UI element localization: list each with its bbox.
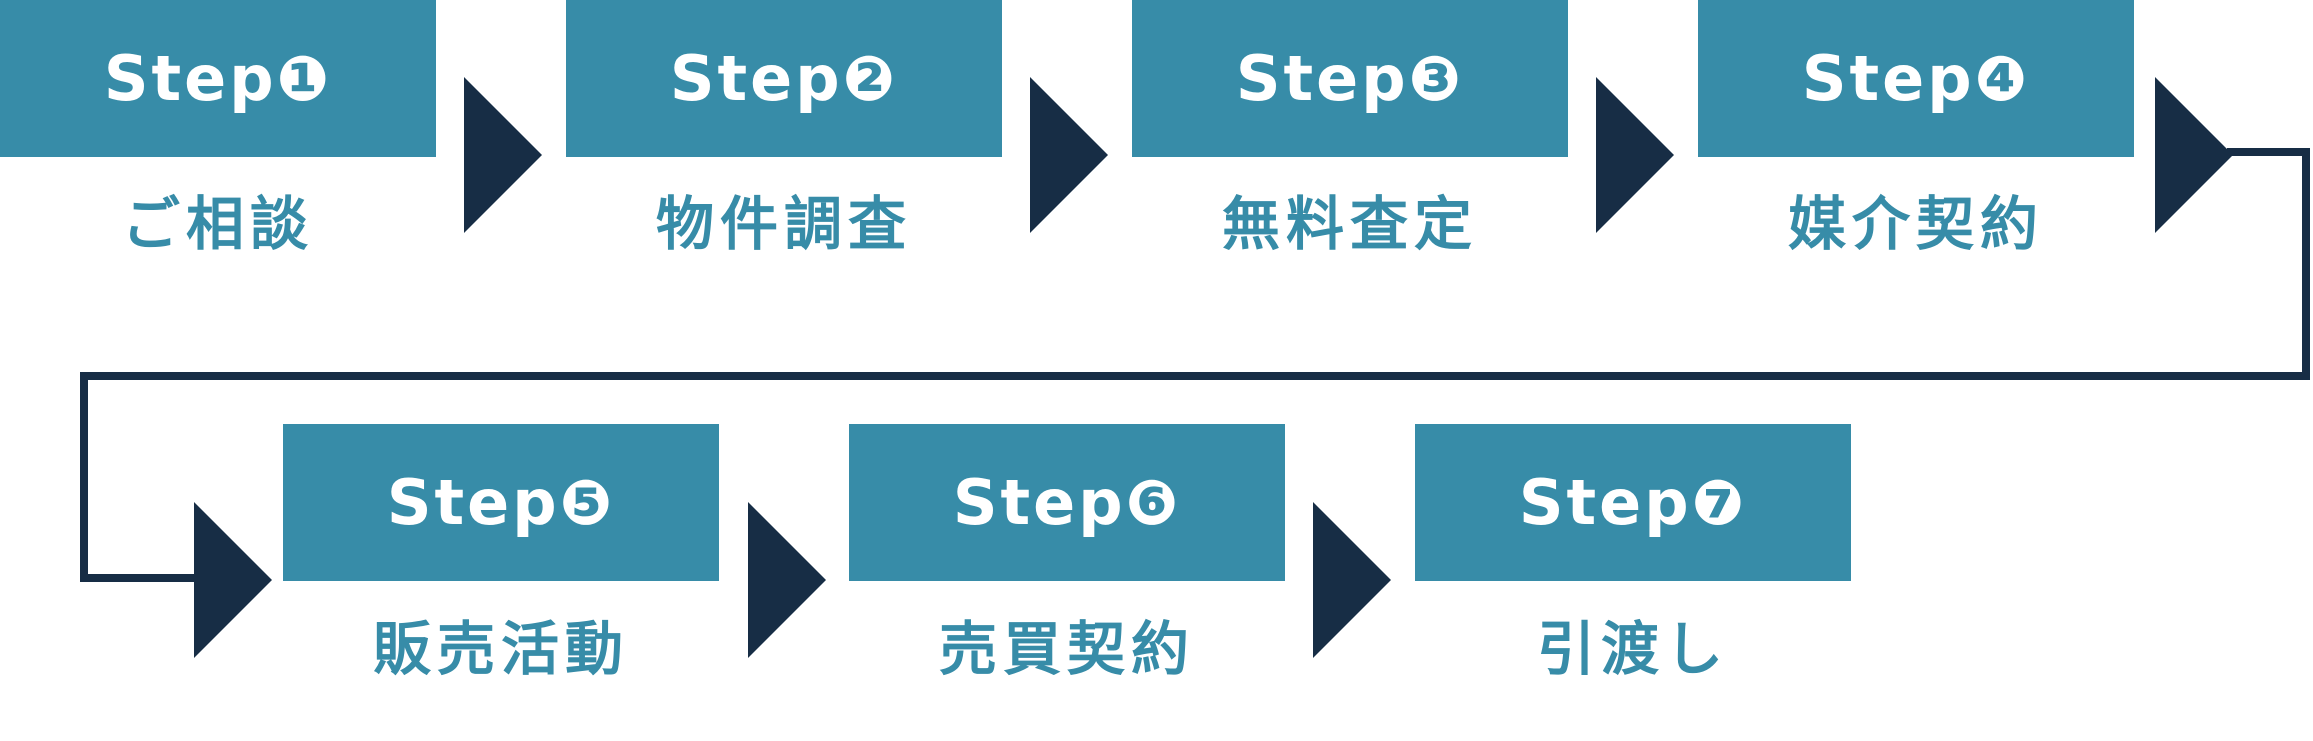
step-5-box: Step❺ <box>283 424 719 581</box>
step-4-title: Step❹ <box>1801 41 2031 115</box>
arrow-into-5 <box>194 502 272 658</box>
step-2-title: Step❷ <box>669 41 899 115</box>
step-2-box: Step❷ <box>566 0 1002 157</box>
step-7-title: Step❼ <box>1518 465 1748 539</box>
step-7-box: Step❼ <box>1415 424 1851 581</box>
step-2-label: 物件調査 <box>655 190 912 258</box>
step-6-box: Step❻ <box>849 424 1285 581</box>
arrow-1-to-2 <box>464 77 542 233</box>
step-1-title: Step❶ <box>103 41 333 115</box>
arrow-3-to-4 <box>1596 77 1674 233</box>
step-6-label: 売買契約 <box>938 615 1195 683</box>
step-3-box: Step❸ <box>1132 0 1568 157</box>
step-6-title: Step❻ <box>952 465 1182 539</box>
arrow-4-to-row2 <box>2155 77 2233 233</box>
step-7-label: 引渡し <box>1536 615 1729 683</box>
step-5-title: Step❺ <box>386 465 616 539</box>
arrow-5-to-6 <box>748 502 826 658</box>
step-3-label: 無料査定 <box>1221 190 1478 258</box>
step-1-box: Step❶ <box>0 0 436 157</box>
step-5-label: 販売活動 <box>372 615 629 683</box>
arrow-2-to-3 <box>1030 77 1108 233</box>
step-1-label: ご相談 <box>121 190 314 258</box>
step-4-box: Step❹ <box>1698 0 2134 157</box>
step-4-label: 媒介契約 <box>1787 190 2044 258</box>
row-wrap-connector <box>80 148 2310 582</box>
step-3-title: Step❸ <box>1235 41 1465 115</box>
arrow-6-to-7 <box>1313 502 1391 658</box>
